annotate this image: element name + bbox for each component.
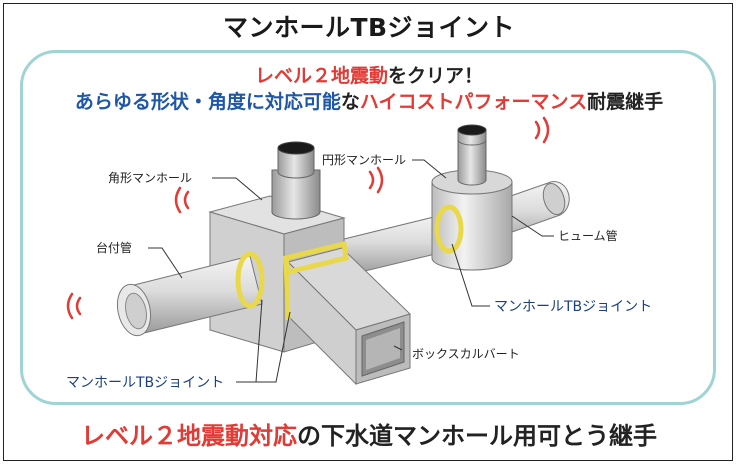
headline-1-red: レベル２地震動 — [254, 65, 388, 87]
headline-1: レベル２地震動をクリア！ — [0, 61, 738, 88]
joint-ring-left — [235, 251, 265, 309]
daitsuki-pipe — [116, 255, 263, 337]
headline-2-end: 耐震継手 — [587, 91, 664, 113]
label-box-culvert: ボックスカルバート — [412, 347, 520, 361]
label-round-manhole: 円形マンホール — [322, 153, 406, 167]
vibration-marks — [66, 116, 550, 320]
label-hume-pipe: ヒューム管 — [558, 228, 618, 243]
footer-rest: の下水道マンホール用可とう継手 — [297, 422, 657, 450]
figure-title: マンホールTBジョイント — [222, 13, 516, 42]
footer-caption: レベル２地震動対応の下水道マンホール用可とう継手 — [0, 416, 738, 451]
box-culvert — [287, 247, 411, 386]
headline-2-blue: あらゆる形状・角度に対応可能 — [74, 91, 341, 113]
label-daitsuki-pipe: 台付管 — [96, 240, 132, 255]
label-joint-left: マンホールTBジョイント — [66, 375, 224, 391]
headline-2: あらゆる形状・角度に対応可能なハイコストパフォーマンス耐震継手 — [0, 87, 738, 114]
leader-lines — [148, 159, 554, 383]
label-joint-right: マンホールTBジョイント — [494, 299, 652, 315]
footer-red: レベル２地震動対応 — [81, 422, 297, 450]
headline-1-rest: をクリア！ — [388, 65, 484, 87]
headline-2-mid: な — [340, 91, 360, 113]
headline-2-red: ハイコストパフォーマンス — [359, 91, 588, 113]
joint-ring-cylinder — [434, 204, 464, 254]
label-square-manhole: 角形マンホール — [108, 171, 192, 185]
